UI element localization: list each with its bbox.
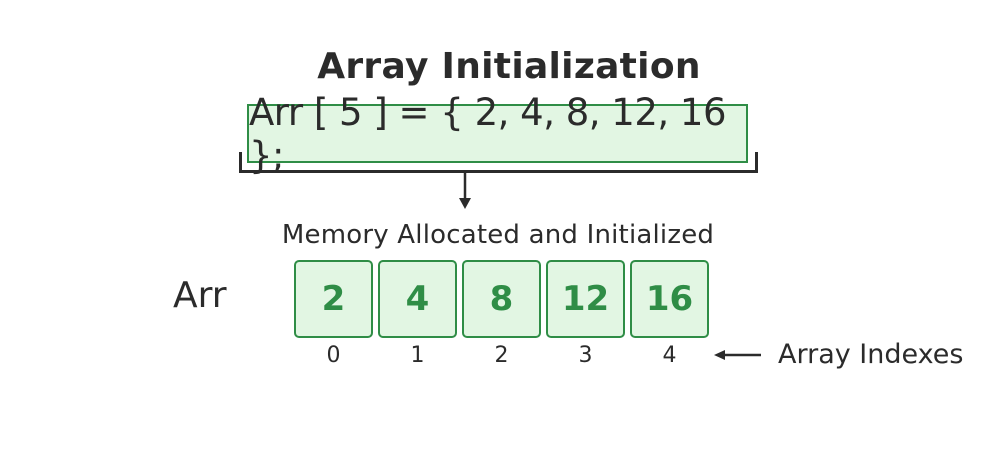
array-cells: 2 4 8 12 16 bbox=[294, 260, 709, 338]
index-label: 3 bbox=[578, 343, 593, 368]
index-label: 1 bbox=[410, 343, 425, 368]
declaration-box: Arr [ 5 ] = { 2, 4, 8, 12, 16 }; bbox=[247, 91, 748, 177]
diagram-title: Array Initialization bbox=[317, 46, 701, 87]
bracket bbox=[239, 152, 758, 173]
declaration-code: Arr [ 5 ] = { 2, 4, 8, 12, 16 }; bbox=[249, 90, 726, 177]
array-cell: 2 bbox=[294, 260, 373, 338]
array-cell: 4 bbox=[378, 260, 457, 338]
index-caption: Array Indexes bbox=[778, 339, 964, 370]
array-cell: 12 bbox=[546, 260, 625, 338]
index-label: 2 bbox=[494, 343, 509, 368]
array-cell: 8 bbox=[462, 260, 541, 338]
array-cell: 16 bbox=[630, 260, 709, 338]
index-label: 0 bbox=[326, 343, 341, 368]
index-label: 4 bbox=[662, 343, 677, 368]
left-arrow-icon bbox=[714, 350, 761, 360]
memory-label: Memory Allocated and Initialized bbox=[281, 220, 715, 250]
array-indexes: 0 1 2 3 4 bbox=[294, 343, 709, 368]
array-name-label: Arr bbox=[173, 275, 227, 316]
down-arrow-icon bbox=[459, 172, 471, 209]
